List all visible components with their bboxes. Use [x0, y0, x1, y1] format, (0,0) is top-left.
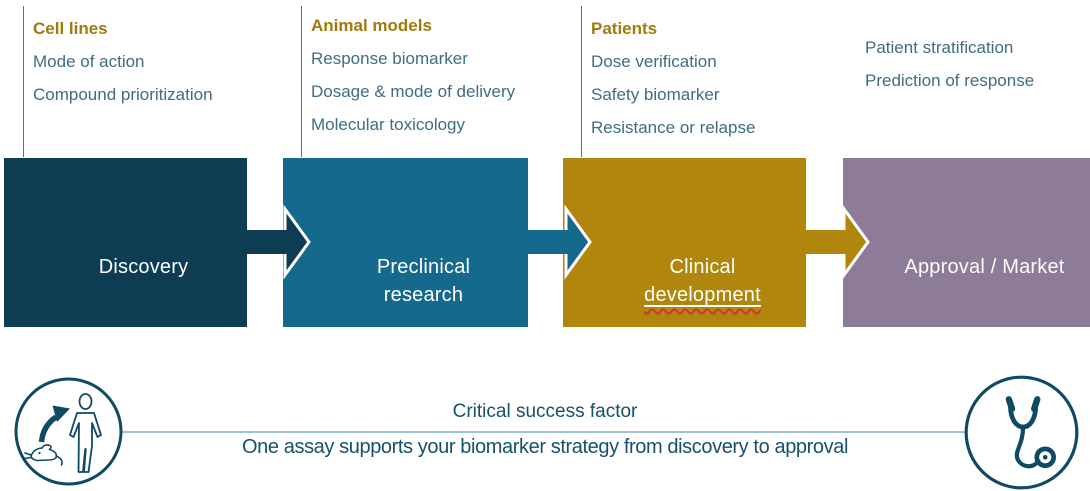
misspelled-word: development	[644, 284, 761, 306]
footer-divider-line	[118, 431, 966, 433]
annotation-item: Mode of action	[33, 52, 145, 71]
stage-box-discovery: Discovery	[4, 158, 247, 327]
annotation-column-clinical: Patients Dose verification Safety biomar…	[591, 12, 755, 144]
annotation-item: Dose verification	[591, 52, 717, 71]
arrow-clinical-to-approval-icon	[804, 204, 870, 280]
annotation-header: Patients	[591, 19, 658, 38]
annotation-item: Patient stratification	[865, 38, 1014, 57]
annotation-item: Dosage & mode of delivery	[311, 82, 516, 101]
footer-title: Critical success factor	[452, 401, 638, 422]
annotation-item: Compound prioritization	[33, 85, 213, 104]
stage-label: Discovery	[98, 256, 189, 278]
stage-box-clinical-development: Clinical development	[563, 158, 806, 327]
arrow-discovery-to-preclinical-icon	[245, 204, 311, 280]
stage-box-approval-market: Approval / Market	[843, 158, 1090, 327]
stethoscope-icon	[964, 375, 1079, 490]
stage-label: Approval / Market	[904, 256, 1065, 278]
annotation-item: Molecular toxicology	[311, 115, 466, 134]
stage-label: Preclinical research	[376, 256, 471, 306]
annotation-column-preclinical: Animal models Response biomarker Dosage …	[311, 9, 515, 141]
column-divider-line	[581, 6, 582, 157]
stage-label: Clinical development	[644, 256, 761, 306]
annotation-item: Resistance or relapse	[591, 118, 756, 137]
annotation-header: Cell lines	[33, 19, 108, 38]
annotation-item: Response biomarker	[311, 49, 468, 68]
mouse-to-human-icon	[14, 377, 123, 486]
column-divider-line	[301, 6, 302, 157]
arrow-preclinical-to-clinical-icon	[526, 204, 592, 280]
annotation-column-approval: Patient stratification Prediction of res…	[865, 31, 1034, 97]
annotation-item: Safety biomarker	[591, 85, 720, 104]
footer-message: One assay supports your biomarker strate…	[241, 436, 848, 458]
annotation-column-discovery: Cell lines Mode of action Compound prior…	[33, 12, 213, 111]
annotation-header: Animal models	[311, 16, 432, 35]
stage-box-preclinical-research: Preclinical research	[283, 158, 528, 327]
column-divider-line	[23, 6, 24, 157]
annotation-item: Prediction of response	[865, 71, 1035, 90]
